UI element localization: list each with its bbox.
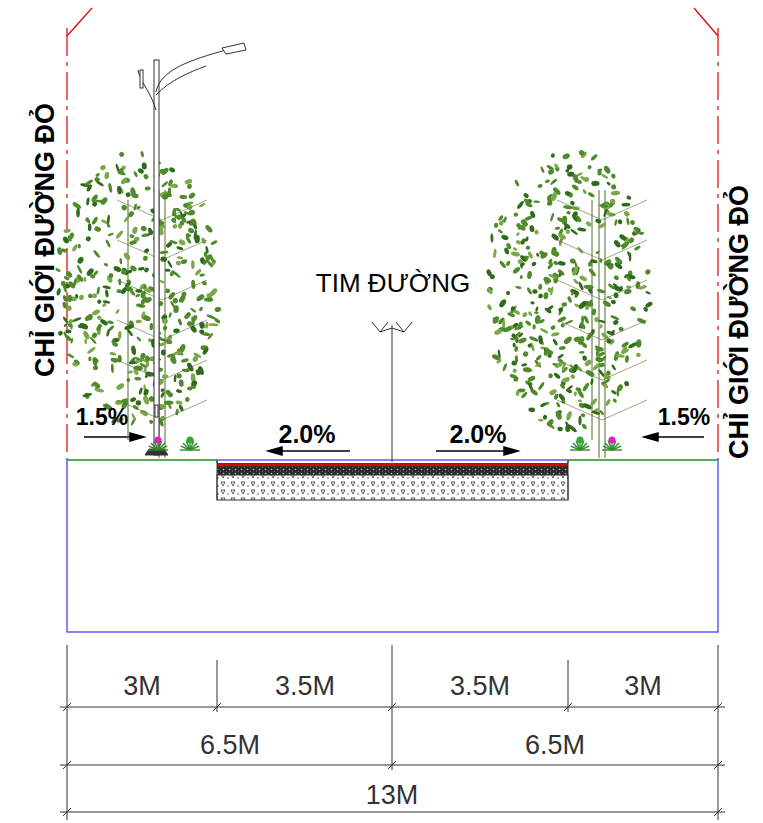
sidewalk-left — [67, 460, 217, 463]
dimension-label: 13M — [366, 782, 419, 809]
dimension-label: 6.5M — [200, 732, 260, 759]
boundary-line — [66, 28, 67, 460]
sidewalk-right — [568, 460, 718, 463]
ground-body — [67, 460, 718, 632]
slope-label: 2.0% — [279, 422, 336, 447]
dimension-label: 3M — [123, 673, 161, 700]
curb-right — [568, 460, 569, 500]
street-lamp — [138, 43, 246, 455]
asphalt-layer — [217, 466, 568, 475]
dimension-lines — [60, 645, 725, 820]
dimension-label: 3.5M — [450, 673, 510, 700]
trees — [55, 149, 654, 458]
boundary-label: CHỈ GIỚI ĐƯỜNG ĐỎ — [726, 185, 753, 459]
boundary-mark — [694, 8, 718, 36]
slope-arrows — [84, 433, 704, 455]
dimension-label: 6.5M — [525, 732, 585, 759]
boundary-line — [717, 28, 718, 460]
slope-label: 1.5% — [76, 406, 128, 429]
dimension-label: 3.5M — [275, 673, 335, 700]
slope-label: 2.0% — [450, 422, 507, 447]
dimension-label: 3M — [624, 673, 662, 700]
shrubs — [148, 437, 622, 451]
curb-left — [217, 460, 218, 500]
boundary-label: CHỈ GIỚI ĐƯỜNG ĐỎ — [32, 103, 59, 377]
road-surface — [217, 463, 568, 466]
base-layer — [217, 475, 568, 500]
centerline-symbol — [372, 322, 412, 332]
centerline — [392, 325, 393, 462]
centerline-label: TIM ĐƯỜNG — [316, 270, 470, 296]
boundary-mark — [67, 8, 92, 36]
slope-label: 1.5% — [658, 406, 710, 429]
